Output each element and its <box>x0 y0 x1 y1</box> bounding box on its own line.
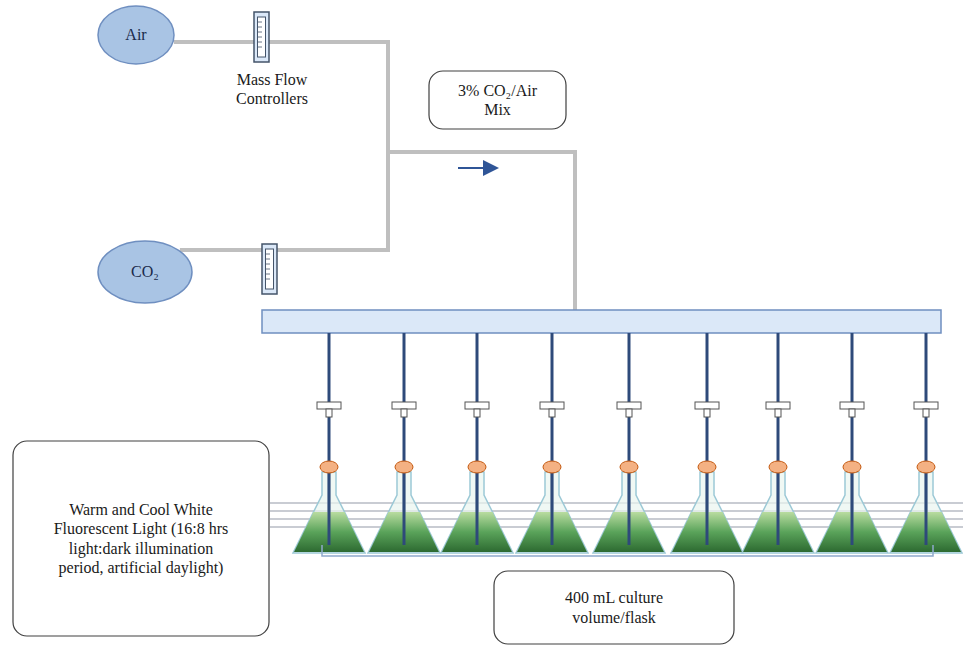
node-text: CO₂ <box>131 262 159 281</box>
gas-tube <box>551 470 554 545</box>
gas-tube <box>551 333 554 545</box>
mass-flow-controller <box>262 244 277 294</box>
valve <box>392 402 416 409</box>
stopper <box>843 461 861 473</box>
stopper <box>468 461 486 473</box>
node-text: Air <box>125 25 146 44</box>
gas-tube <box>777 470 780 545</box>
valve <box>401 409 407 417</box>
node-outline <box>12 440 270 637</box>
valve <box>317 402 341 409</box>
flow-arrow <box>458 167 497 169</box>
node-text: 400 mL culture volume/flask <box>548 588 680 626</box>
group-bracket <box>322 545 933 556</box>
valve <box>766 402 790 409</box>
gas-tube <box>777 333 780 545</box>
node-outline <box>428 70 567 130</box>
gas-pipe <box>388 152 575 311</box>
mass-flow-controller <box>254 12 269 62</box>
gas-source: CO₂ <box>97 240 193 304</box>
node-outline <box>493 570 735 645</box>
culture-flasks <box>293 333 962 553</box>
stopper <box>769 461 787 473</box>
gas-tube <box>328 470 331 545</box>
gas-tube <box>706 470 709 545</box>
light-box: Warm and Cool White Fluorescent Light (1… <box>12 440 270 637</box>
component-label: Mass Flow Controllers <box>222 70 322 108</box>
node-text: Warm and Cool White Fluorescent Light (1… <box>52 500 230 577</box>
valve <box>626 409 632 417</box>
gas-pipe <box>174 42 388 250</box>
valve <box>914 402 938 409</box>
gas-tube <box>403 333 406 545</box>
gas-manifold <box>262 310 941 333</box>
stopper <box>620 461 638 473</box>
gas-tube <box>925 333 928 545</box>
valve <box>849 409 855 417</box>
gas-tube <box>628 470 631 545</box>
valve <box>540 402 564 409</box>
valve <box>465 402 489 409</box>
valve <box>326 409 332 417</box>
gas-tube <box>476 470 479 545</box>
volume-box: 400 mL culture volume/flask <box>493 570 735 645</box>
stopper <box>917 461 935 473</box>
gas-tube <box>706 333 709 545</box>
valve <box>775 409 781 417</box>
stopper <box>320 461 338 473</box>
valve <box>704 409 710 417</box>
gas-tube <box>403 470 406 545</box>
gas-tube <box>851 333 854 545</box>
valve <box>474 409 480 417</box>
mix-box: 3% CO₂/Air Mix <box>428 70 567 130</box>
gas-source: Air <box>97 5 175 65</box>
valve <box>549 409 555 417</box>
gas-tube <box>476 333 479 545</box>
gas-tube <box>328 333 331 545</box>
gas-tube <box>628 333 631 545</box>
valve <box>840 402 864 409</box>
stopper <box>543 461 561 473</box>
stopper <box>395 461 413 473</box>
node-text: 3% CO₂/Air Mix <box>450 81 545 119</box>
gas-tube <box>925 470 928 545</box>
valve <box>923 409 929 417</box>
stopper <box>698 461 716 473</box>
valve <box>617 402 641 409</box>
valve <box>695 402 719 409</box>
gas-tube <box>851 470 854 545</box>
